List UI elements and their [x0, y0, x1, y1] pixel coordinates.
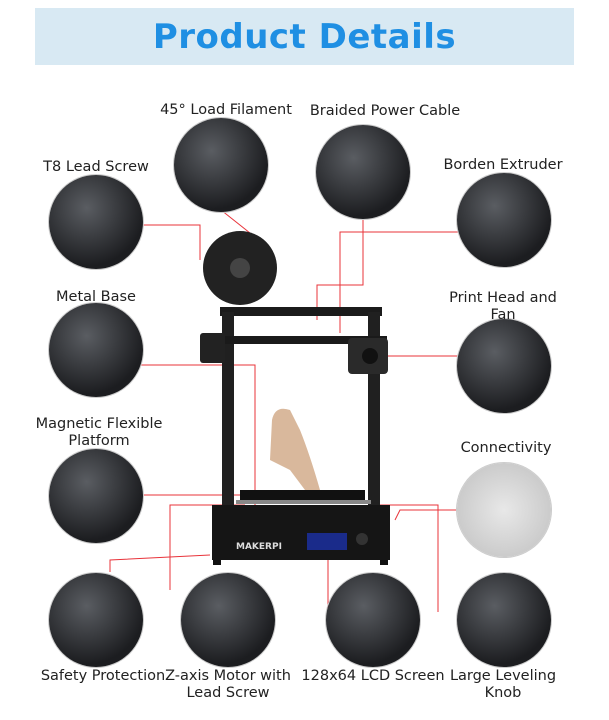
label-z-axis-motor: Z-axis Motor with Lead Screw	[165, 668, 291, 701]
borden-extruder-image	[457, 173, 551, 267]
foot-left	[213, 560, 221, 565]
load-filament-image	[174, 118, 268, 212]
bed-plate	[236, 500, 371, 504]
connectivity-image	[457, 463, 551, 557]
lead-screw-image	[49, 175, 143, 269]
left-upright	[222, 312, 234, 517]
print-head-image	[457, 319, 551, 413]
power-cable-image	[316, 125, 410, 219]
fan-icon	[362, 348, 378, 364]
safety-protection-image	[49, 573, 143, 667]
foot-right	[380, 560, 388, 565]
lcd-screen	[307, 533, 347, 550]
print-bed	[240, 490, 365, 502]
control-knob	[356, 533, 368, 545]
x-axis-rail	[205, 336, 387, 344]
leveling-knob-image	[457, 573, 551, 667]
lcd-screen-image	[326, 573, 420, 667]
z-axis-motor-image	[181, 573, 275, 667]
brand-logo: MAKERPI	[236, 542, 282, 552]
printed-model	[270, 408, 320, 490]
printer-base	[212, 505, 390, 560]
label-metal-base: Metal Base	[56, 289, 136, 305]
label-lcd-screen: 128x64 LCD Screen	[301, 668, 445, 684]
label-borden-extruder: Borden Extruder	[443, 157, 563, 173]
label-safety-protection: Safety Protection	[40, 668, 166, 684]
header-banner: Product Details	[35, 8, 574, 65]
metal-base-image	[49, 303, 143, 397]
printer-image: MAKERPI	[200, 231, 390, 565]
label-load-filament: 45° Load Filament	[160, 102, 292, 118]
magnetic-platform-image	[49, 449, 143, 543]
label-connectivity: Connectivity	[460, 440, 552, 456]
label-leveling-knob: Large Leveling Knob	[449, 668, 557, 701]
label-power-cable: Braided Power Cable	[309, 103, 461, 119]
spool-hub	[230, 258, 250, 278]
top-frame	[220, 307, 382, 316]
label-print-head: Print Head and Fan	[449, 290, 557, 323]
label-magnetic-platform: Magnetic Flexible Platform	[35, 416, 163, 449]
page-title: Product Details	[152, 16, 457, 57]
x-motor	[200, 333, 225, 363]
label-lead-screw: T8 Lead Screw	[43, 159, 149, 175]
